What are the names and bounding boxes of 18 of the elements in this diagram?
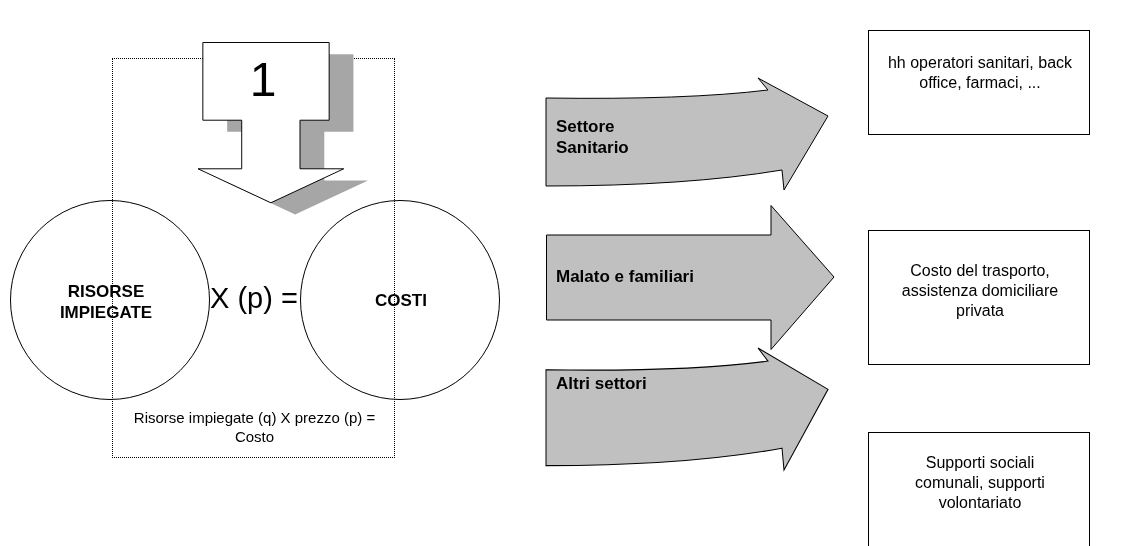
curved-pointing-banner (546, 348, 828, 470)
node-label: Costo del trasporto, assistenza domiciliare privata (900, 261, 1060, 321)
node-label: Malato e familiari (556, 266, 695, 288)
node-label: Supporti sociali comunali, supporti volontariato (914, 453, 1046, 513)
node-label: Settore Sanitario (556, 116, 630, 159)
block-arrow (198, 40, 368, 215)
curved-pointing-banner (546, 78, 828, 190)
node-label: Altri settori (556, 373, 648, 395)
formula-text: X (p) = (210, 282, 298, 315)
text-box (868, 230, 1090, 365)
text-box (868, 432, 1090, 546)
step-number: 1 (248, 52, 278, 108)
node-label: hh operatori sanitari, back office, farmaci, ... (886, 53, 1074, 93)
node-label: Risorse impiegate (q) X prezzo (p) = Costo (132, 409, 377, 447)
node-label: COSTI (374, 290, 428, 312)
text-box (868, 30, 1090, 135)
node-label: RISORSE IMPIEGATE (58, 281, 154, 324)
pointing-banner (546, 205, 835, 350)
